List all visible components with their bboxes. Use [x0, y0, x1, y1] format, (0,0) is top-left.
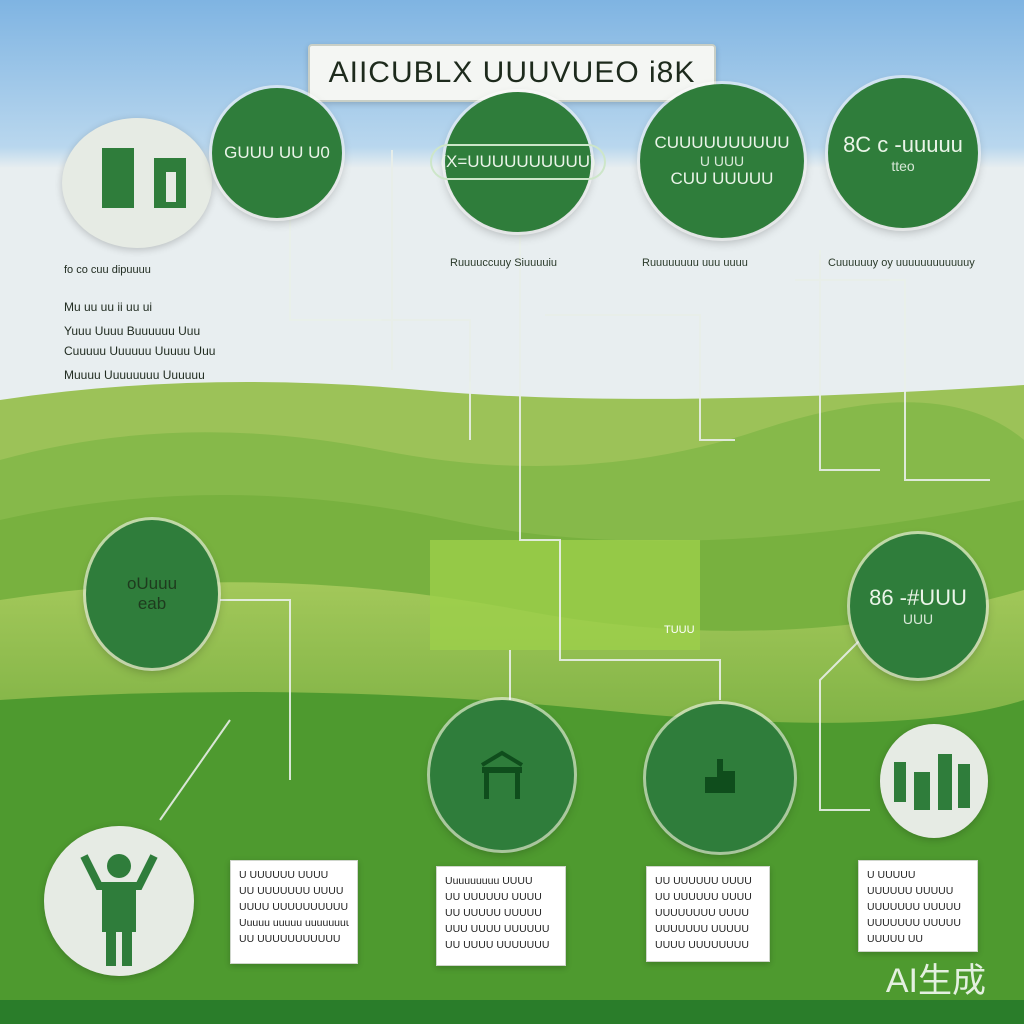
- person-icon: [80, 854, 158, 966]
- sidebar-line-4: Muuuu Uuuuuuuu Uuuuuu: [64, 368, 205, 382]
- mid-circle-left[interactable]: oUuuu eab: [86, 520, 218, 668]
- feature-circle-3-line-3: CUU UUUUU: [670, 169, 774, 189]
- info-card-2-line-1: Uuuuuuuuu UUUU: [445, 875, 533, 887]
- mid-circle-right[interactable]: 86 -#UUU UUU: [850, 534, 986, 678]
- hand-icon: [894, 754, 970, 810]
- feature-circle-1[interactable]: GUUU UU U0: [212, 88, 342, 218]
- cart-icon: [480, 750, 524, 799]
- mid-circle-left-line-2: eab: [137, 594, 167, 613]
- logo-icon: [102, 148, 186, 208]
- info-card-4-line-5: UUUUU UU: [867, 933, 923, 945]
- mid-circle-right-line-2: UUU: [902, 610, 934, 627]
- feature-circle-2[interactable]: (X=UUUUUUUUUU): [430, 92, 606, 232]
- feature-circle-4-line-2: tteo: [891, 157, 915, 174]
- feature-circle-4-line-1: 8C c -uuuuu: [843, 132, 963, 158]
- info-card-1-line-4: Uuuuu uuuuu uuuuuuuuu: [239, 917, 349, 929]
- feature-circle-4[interactable]: 8C c -uuuuu tteo: [828, 78, 978, 228]
- info-card-3-line-5: UUUU UUUUUUUU: [655, 939, 749, 951]
- mid-label: TUUU: [664, 624, 695, 636]
- feature-circle-2-caption: Ruuuuccuuy Siuuuuiu: [450, 257, 558, 269]
- info-card-3-line-2: UU UUUUUU UUUU: [655, 891, 752, 903]
- info-card-4: U UUUUU UUUUUU UUUUU UUUUUUU UUUUU UUUUU…: [858, 860, 978, 952]
- ground-strip: [0, 1000, 1024, 1024]
- info-card-1-line-1: U UUUUUU UUUU: [239, 869, 329, 881]
- trophy-circle[interactable]: [646, 704, 794, 852]
- info-card-2-line-2: UU UUUUUU UUUU: [445, 891, 542, 903]
- feature-circle-4-caption: Cuuuuuuy oy uuuuuuuuuuuuy: [828, 257, 975, 269]
- info-card-2-line-4: UUU UUUU UUUUUU: [445, 923, 550, 935]
- feature-circle-1-text: GUUU UU U0: [224, 143, 330, 163]
- person-badge: [44, 826, 194, 976]
- info-card-4-line-3: UUUUUUU UUUUU: [867, 901, 961, 913]
- feature-circle-3-line-2: U UUU: [699, 152, 745, 169]
- sidebar-line-2: Yuuu Uuuu Buuuuuu Uuu: [64, 324, 201, 338]
- mid-circle-right-line-1: 86 -#UUU: [869, 585, 967, 611]
- feature-circle-3-line-1: CUUUUUUUUUU: [654, 133, 790, 153]
- info-card-2-line-3: UU UUUUU UUUUU: [445, 907, 542, 919]
- sidebar-line-3: Cuuuuu Uuuuuu Uuuuu Uuu: [64, 344, 216, 358]
- feature-circle-2-text: (X=UUUUUUUUUU): [430, 144, 606, 180]
- feature-circle-3[interactable]: CUUUUUUUUUU U UUU CUU UUUUU: [640, 84, 804, 238]
- sidebar-line-1: Mu uu uu ii uu ui: [64, 300, 153, 314]
- watermark: AI生成: [885, 962, 986, 1000]
- info-card-4-line-2: UUUUUU UUUUU: [867, 885, 954, 897]
- mid-circle-left-line-1: oUuuu: [126, 574, 178, 594]
- info-card-1-line-3: UUUU UUUUUUUUUU: [239, 901, 349, 913]
- sidebar-heading: fo co cuu dipuuuu: [64, 264, 151, 276]
- info-card-1-line-5: UU UUUUUUUUUUU: [239, 933, 341, 945]
- info-card-2-line-5: UU UUUU UUUUUUU: [445, 939, 550, 951]
- info-card-4-line-1: U UUUUU: [867, 869, 916, 881]
- feature-circle-3-caption: Ruuuuuuuu uuu uuuu: [642, 257, 748, 269]
- cart-circle[interactable]: [430, 700, 574, 850]
- info-card-3-line-1: UU UUUUUU UUUU: [655, 875, 752, 887]
- info-card-3: UU UUUUUU UUUU UU UUUUUU UUUU UUUUUUUU U…: [646, 866, 770, 962]
- info-card-1: U UUUUUU UUUU UU UUUUUUU UUUU UUUU UUUUU…: [230, 860, 358, 964]
- hand-badge: [880, 724, 988, 838]
- info-card-1-line-2: UU UUUUUUU UUUU: [239, 885, 344, 897]
- logo-badge: [62, 118, 212, 248]
- trophy-icon: [705, 759, 735, 793]
- info-card-2: Uuuuuuuuu UUUU UU UUUUUU UUUU UU UUUUU U…: [436, 866, 566, 966]
- info-card-4-line-4: UUUUUUU UUUUU: [867, 917, 961, 929]
- info-card-3-line-3: UUUUUUUU UUUU: [655, 907, 749, 919]
- info-card-3-line-4: UUUUUUU UUUUU: [655, 923, 749, 935]
